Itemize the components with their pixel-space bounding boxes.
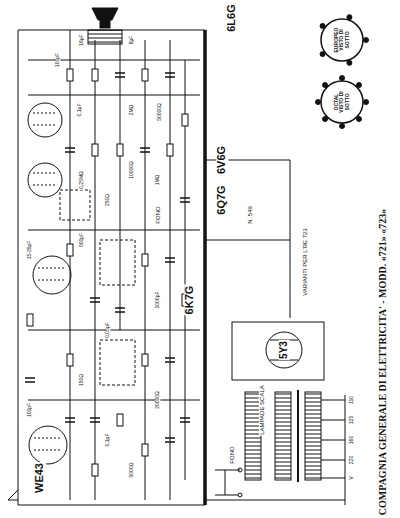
capacitor-symbol [115,308,125,312]
socket-pin [364,38,369,43]
resistor-symbol [27,314,33,326]
resistor-symbol [117,414,123,426]
capacitor-symbol [180,198,190,202]
resistor-symbol [67,354,73,366]
voltage-tap: V [349,475,354,480]
tube-name: 5Y3 [279,340,290,360]
tube-name: 6K7G [184,285,196,316]
socket-caption: EUROPEO VISTO DI SOTTO [334,26,350,54]
socket-pin [347,60,352,65]
component-value: 100pF [55,52,60,68]
resistor-symbol [142,444,148,456]
capacitor-symbol [90,418,100,422]
component-value: 0,1µF [77,103,82,118]
component-value: 10000Ω [129,160,134,180]
component-value: 16µF [79,33,84,47]
component-value: 150Ω [79,373,84,387]
schematic-title: COMPAGNIA GENERALE DI ELETTRICITA' - MOD… [378,208,389,516]
voltage-tap: 125 [349,415,354,425]
socket-pin [364,100,369,105]
note: FONO [229,445,235,464]
voltage-tap: 160 [349,435,354,445]
capacitor-symbol [140,148,150,152]
component-value: 250Ω [105,193,110,207]
capacitor-symbol [90,298,100,302]
capacitor-symbol [165,73,175,77]
socket-pin [340,76,345,81]
capacitor-symbol [165,258,175,262]
note: N. 549 [247,205,253,225]
resistor-symbol [92,144,98,156]
component-value: 0,05µF [105,321,110,339]
component-value: 50000Ω [157,102,162,122]
capacitor-symbol [25,378,35,382]
component-value: 1000pF [155,291,160,310]
resistor-symbol [67,244,73,256]
tube-name: 6V6G [216,145,228,175]
resistor-symbol [167,144,173,156]
capacitor-symbol [65,148,75,152]
resistor-symbol [117,144,123,156]
capacitor-symbol [180,418,190,422]
component-value: 0,25MΩ [79,170,84,190]
note: LAMPADE SCALA [259,384,265,436]
component-value: 8µF [129,35,134,46]
resistor-symbol [142,354,148,366]
socket-caption: OCTAL VISTO DI SOTTO [334,88,350,116]
capacitor-symbol [165,438,175,442]
capacitor-symbol [65,418,75,422]
resistor-symbol [142,69,148,81]
capacitor-symbol [165,358,175,362]
resistor-symbol [142,254,148,266]
component-value: 2MΩ [129,104,134,117]
socket-pin [316,100,321,105]
tube-name: 6L6G [226,3,238,33]
component-value: 20000Ω [155,390,160,410]
note: VARIANTI PER L'RE 723 [302,227,308,296]
tube-name: 6Q7G [216,184,228,215]
socket-diagram: OCTAL VISTO DI SOTTO [320,80,364,124]
component-value: 15-35pF [27,240,32,261]
note: FONO [155,205,161,224]
component-value: 0,1µF [105,433,110,448]
tube-name: WE43 [34,462,46,494]
component-value: 500pF [79,232,84,248]
socket-pin [340,124,345,129]
voltage-tap: 220 [349,455,354,465]
component-value: 1MΩ [155,174,160,187]
resistor-symbol [182,114,188,126]
component-value: 100pF [27,402,32,418]
resistor-symbol [92,69,98,81]
voltage-tap: 110 [349,395,354,405]
socket-pin [347,15,352,20]
resistor-symbol [67,69,73,81]
capacitor-symbol [115,73,125,77]
resistor-symbol [92,464,98,476]
socket-diagram: EUROPEO VISTO DI SOTTO [320,18,364,62]
component-value: 5000Ω [129,462,134,479]
